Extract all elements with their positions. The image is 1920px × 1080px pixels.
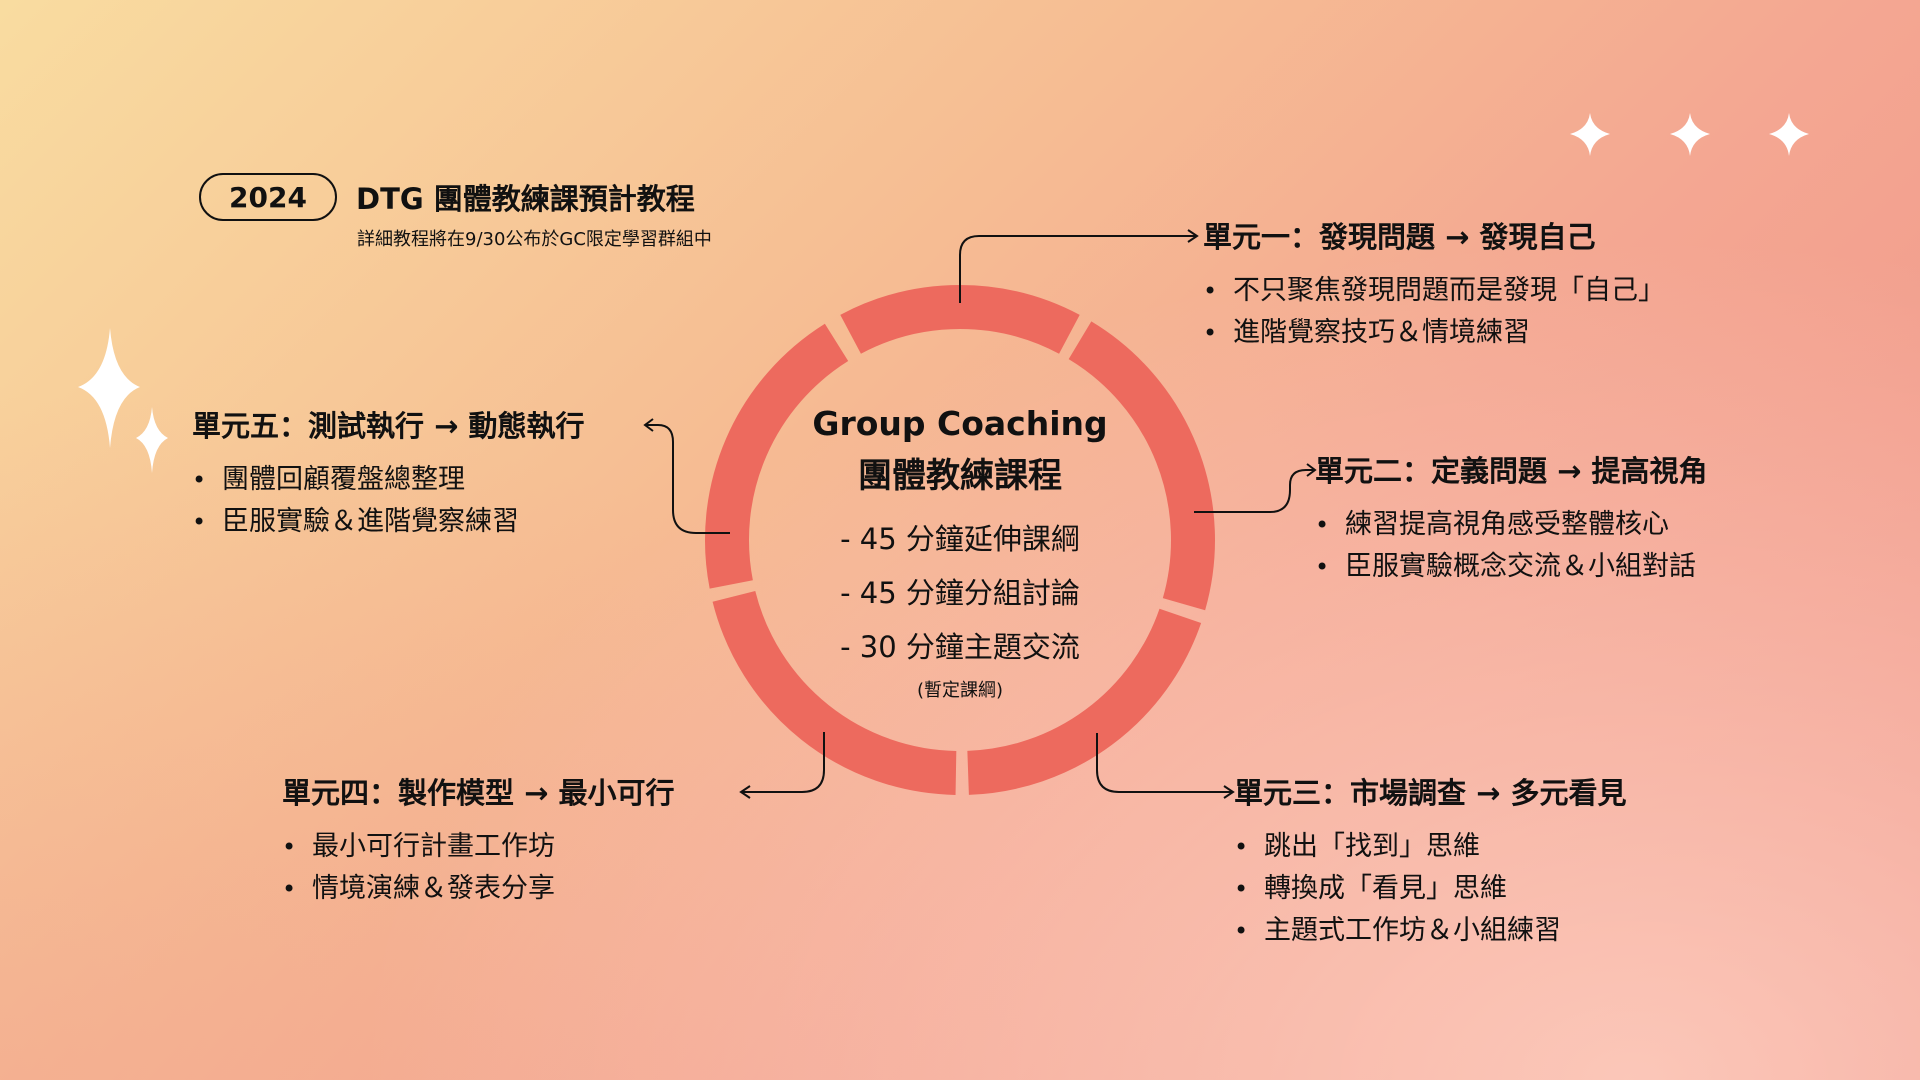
- connector-unit-1: [959, 235, 1196, 303]
- arrow-icon: [643, 418, 654, 432]
- arrow-icon: [1223, 785, 1235, 799]
- unit-list: 最小可行計畫工作坊 情境演練＆發表分享: [282, 826, 675, 910]
- center-title-en: Group Coaching: [812, 404, 1108, 443]
- center-line: - 45 分鐘延伸課綱: [840, 522, 1080, 556]
- arrow-icon: [1187, 229, 1199, 243]
- list-item: 團體回顧覆盤總整理: [192, 459, 585, 501]
- connector-unit-3: [1096, 733, 1232, 793]
- unit-4: 單元四：製作模型 → 最小可行 最小可行計畫工作坊 情境演練＆發表分享: [282, 770, 675, 910]
- list-item: 主題式工作坊＆小組練習: [1234, 910, 1627, 952]
- ring-segment-3: [967, 608, 1202, 795]
- list-item: 情境演練＆發表分享: [282, 868, 675, 910]
- unit-title: 單元一：發現問題 → 發現自己: [1203, 220, 1596, 254]
- center-summary: Group Coaching 團體教練課程 - 45 分鐘延伸課綱 - 45 分…: [760, 400, 1160, 706]
- four-point-star-icon: [1769, 113, 1809, 156]
- arrow-icon: [1306, 463, 1317, 477]
- list-item: 臣服實驗＆進階覺察練習: [192, 501, 585, 543]
- ring-segment-1: [840, 285, 1080, 354]
- list-item: 進階覺察技巧＆情境練習: [1203, 312, 1665, 354]
- four-point-star-icon: [136, 407, 168, 473]
- unit-list: 團體回顧覆盤總整理 臣服實驗＆進階覺察練習: [192, 459, 585, 543]
- year-badge: 2024: [199, 173, 337, 221]
- center-line: - 30 分鐘主題交流: [840, 630, 1080, 664]
- list-item: 練習提高視角感受整體核心: [1315, 504, 1708, 546]
- unit-1: 單元一：發現問題 → 發現自己 不只聚焦發現問題而是發現「自己」 進階覺察技巧＆…: [1203, 214, 1665, 354]
- ring-segment-4: [712, 590, 957, 795]
- center-line: - 45 分鐘分組討論: [840, 576, 1080, 610]
- list-item: 最小可行計畫工作坊: [282, 826, 675, 868]
- arrow-icon: [739, 785, 751, 799]
- list-item: 不只聚焦發現問題而是發現「自己」: [1203, 270, 1665, 312]
- four-point-star-icon: [1570, 113, 1610, 156]
- list-item: 轉換成「看見」思維: [1234, 868, 1627, 910]
- unit-list: 練習提高視角感受整體核心 臣服實驗概念交流＆小組對話: [1315, 504, 1708, 588]
- unit-title: 單元五：測試執行 → 動態執行: [192, 409, 585, 443]
- unit-2: 單元二：定義問題 → 提高視角 練習提高視角感受整體核心 臣服實驗概念交流＆小組…: [1315, 448, 1708, 588]
- list-item: 跳出「找到」思維: [1234, 826, 1627, 868]
- unit-3: 單元三：市場調查 → 多元看見 跳出「找到」思維 轉換成「看見」思維 主題式工作…: [1234, 770, 1627, 952]
- unit-5: 單元五：測試執行 → 動態執行 團體回顧覆盤總整理 臣服實驗＆進階覺察練習: [192, 403, 585, 543]
- connector-unit-5: [646, 424, 730, 534]
- list-item: 臣服實驗概念交流＆小組對話: [1315, 546, 1708, 588]
- course-ring: [705, 285, 1215, 795]
- page-subtitle: 詳細教程將在9/30公布於GC限定學習群組中: [357, 229, 712, 250]
- unit-title: 單元二：定義問題 → 提高視角: [1315, 454, 1708, 488]
- four-point-star-icon: [1670, 113, 1710, 156]
- unit-list: 不只聚焦發現問題而是發現「自己」 進階覺察技巧＆情境練習: [1203, 270, 1665, 354]
- ring-segment-5: [705, 323, 849, 589]
- four-point-star-icon: [78, 328, 140, 448]
- ring-segment-2: [1068, 321, 1215, 611]
- page-title: DTG 團體教練課預計教程: [356, 182, 695, 216]
- center-title-zh: 團體教練課程: [858, 456, 1062, 496]
- center-note: (暫定課綱): [916, 680, 1004, 701]
- connector-unit-4: [742, 732, 825, 793]
- unit-title: 單元四：製作模型 → 最小可行: [282, 776, 675, 810]
- unit-list: 跳出「找到」思維 轉換成「看見」思維 主題式工作坊＆小組練習: [1234, 826, 1627, 952]
- unit-title: 單元三：市場調查 → 多元看見: [1234, 776, 1627, 810]
- connector-unit-2: [1194, 469, 1314, 513]
